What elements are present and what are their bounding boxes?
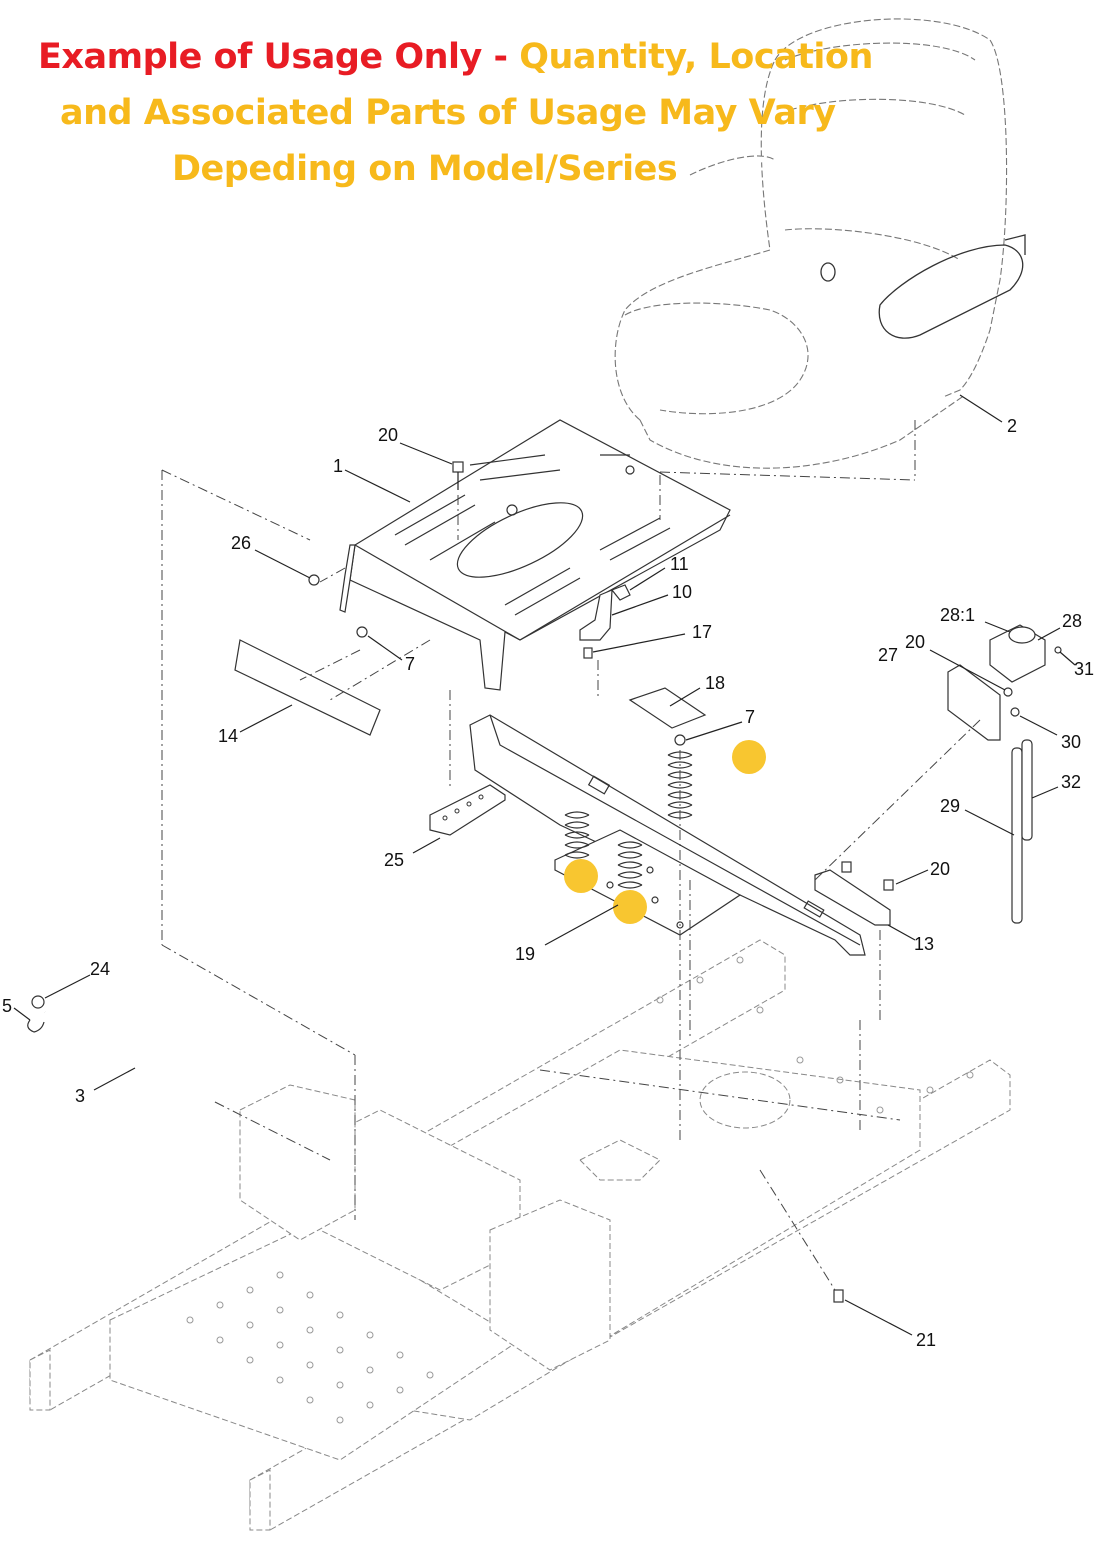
callout-26: 26	[231, 533, 251, 553]
highlight-dots	[564, 740, 766, 924]
callout-31: 31	[1074, 659, 1094, 679]
chassis-frame	[29, 939, 1011, 1531]
callout-numbers: 20 1 26 7 14 11 10 17 18 7 2 28:1 28 20 …	[2, 416, 1094, 1350]
callout-32: 32	[1061, 772, 1081, 792]
callout-29: 29	[940, 796, 960, 816]
callout-14: 14	[218, 726, 238, 746]
assembly-lines	[161, 469, 981, 1291]
callout-7b: 7	[745, 707, 755, 727]
highlight-dot-1	[732, 740, 766, 774]
callout-3: 3	[75, 1086, 85, 1106]
callout-28: 28	[1062, 611, 1082, 631]
header-yellow-text: Quantity, Location	[519, 37, 873, 77]
gauge-assembly	[947, 624, 1046, 741]
leader-lines	[13, 394, 1076, 1336]
rod	[27, 995, 216, 1104]
callout-24: 24	[90, 959, 110, 979]
callout-13: 13	[914, 934, 934, 954]
header-line-1: Example of Usage Only - Quantity, Locati…	[38, 40, 873, 75]
callout-11: 11	[670, 554, 689, 574]
callout-10: 10	[672, 582, 692, 602]
callout-1: 1	[333, 456, 343, 476]
callout-7a: 7	[405, 654, 415, 674]
callout-25: 25	[384, 850, 404, 870]
callout-30: 30	[1061, 732, 1081, 752]
header-red-text: Example of Usage Only	[38, 37, 482, 77]
header-separator: -	[481, 37, 520, 77]
fasteners	[308, 461, 1062, 1303]
callout-17: 17	[692, 622, 712, 642]
header-line-2: and Associated Parts of Usage May Vary	[60, 93, 836, 133]
callout-21: 21	[916, 1330, 936, 1350]
header-line-3: Depeding on Model/Series	[172, 149, 678, 189]
seat-pan	[339, 419, 731, 691]
callout-5: 5	[2, 996, 12, 1016]
callout-20c: 20	[930, 859, 950, 879]
seat	[614, 18, 1026, 469]
callout-28-1: 28:1	[940, 605, 975, 625]
callout-19: 19	[515, 944, 535, 964]
callout-27: 27	[878, 645, 898, 665]
highlight-dot-3	[613, 890, 647, 924]
callout-20b: 20	[905, 632, 925, 652]
callout-20a: 20	[378, 425, 398, 445]
callout-2: 2	[1007, 416, 1017, 436]
suspension-frame	[234, 584, 891, 956]
callout-18: 18	[705, 673, 725, 693]
rods-29-32	[1011, 739, 1033, 924]
highlight-dot-2	[564, 859, 598, 893]
